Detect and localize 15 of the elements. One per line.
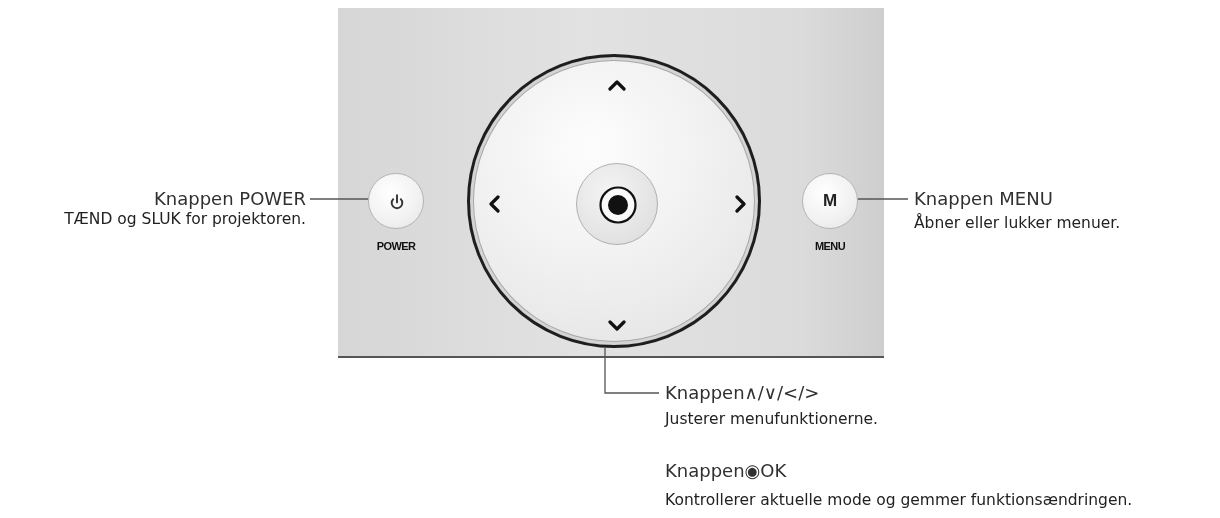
callout-title: Knappen POWER (154, 189, 306, 209)
callout-title: Knappen MENU (914, 189, 1053, 209)
button-caption: POWER (376, 240, 416, 253)
callout-title: Knappen∧/∨/</> (665, 383, 820, 403)
menu-button: M (802, 173, 858, 229)
leader-line (857, 198, 909, 200)
leader-line (604, 347, 660, 394)
control-panel (338, 8, 884, 358)
callout-description: Justerer menufunktionerne. (665, 409, 878, 429)
callout-description: Kontrollerer aktuelle mode og gemmer funktionsændringen. (665, 490, 1133, 510)
button-caption: MENU (815, 240, 845, 253)
leader-line (309, 198, 369, 200)
callout-description: TÆND og SLUK for projektoren. (64, 209, 306, 229)
callout-description: Åbner eller lukker menuer. (914, 213, 1121, 233)
callout-title: Knappen◉OK (665, 461, 787, 481)
